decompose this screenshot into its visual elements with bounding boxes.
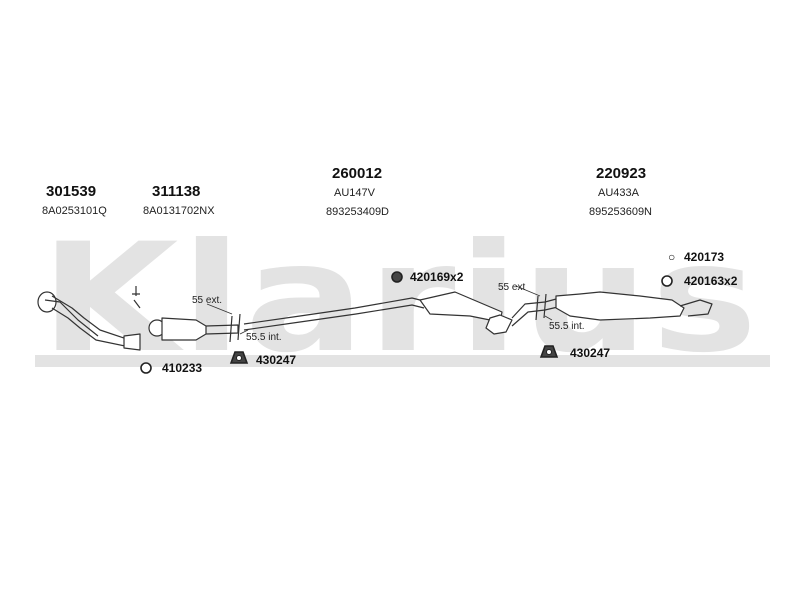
dim-line-rear-ext xyxy=(515,285,541,297)
part-reference: AU433A xyxy=(598,187,639,199)
part-reference: 8A0253101Q xyxy=(42,205,107,217)
oe-reference: 893253409D xyxy=(326,206,390,218)
part-number: 260012 xyxy=(332,165,383,182)
dim-line-front-ext xyxy=(206,303,233,315)
dimension-label: 55.5 int. xyxy=(549,321,585,332)
dimension-label: 55 ext. xyxy=(192,295,223,306)
front-pipe-301539 xyxy=(37,291,141,351)
accessory-label: 410233 xyxy=(162,361,203,375)
rear-silencer-220923 xyxy=(511,291,713,327)
part-reference: 8A0131702NX xyxy=(143,205,215,217)
middle-silencer-260012 xyxy=(243,291,513,335)
clamp-rear xyxy=(535,293,547,321)
dimension-label: 55.5 int. xyxy=(246,332,282,343)
accessory-label: 420169x2 xyxy=(410,270,464,284)
dim-line-front-int xyxy=(239,329,249,335)
oe-reference: 895253609N xyxy=(589,206,653,218)
ring-icon xyxy=(661,275,673,287)
part-number: 220923 xyxy=(596,165,647,182)
ring-icon xyxy=(391,271,403,283)
accessory-label: 430247 xyxy=(256,353,297,367)
accessory-label: 420173 xyxy=(684,250,725,264)
dim-line-rear-int xyxy=(544,315,553,321)
accessory-label: 420163x2 xyxy=(684,274,738,288)
clamp-front xyxy=(229,313,241,343)
part-reference: AU147V xyxy=(334,187,375,199)
catalyst-311138 xyxy=(132,286,239,341)
part-number: 301539 xyxy=(46,183,97,200)
dimension-label: 55 ext xyxy=(498,282,526,293)
bolt-icon: ○ xyxy=(668,250,676,264)
watermark-band xyxy=(35,355,770,367)
accessory-label: 430247 xyxy=(570,346,611,360)
ring-icon xyxy=(140,362,152,374)
hanger-icon xyxy=(229,351,249,364)
hanger-icon xyxy=(539,345,559,358)
part-number: 311138 xyxy=(152,183,201,200)
